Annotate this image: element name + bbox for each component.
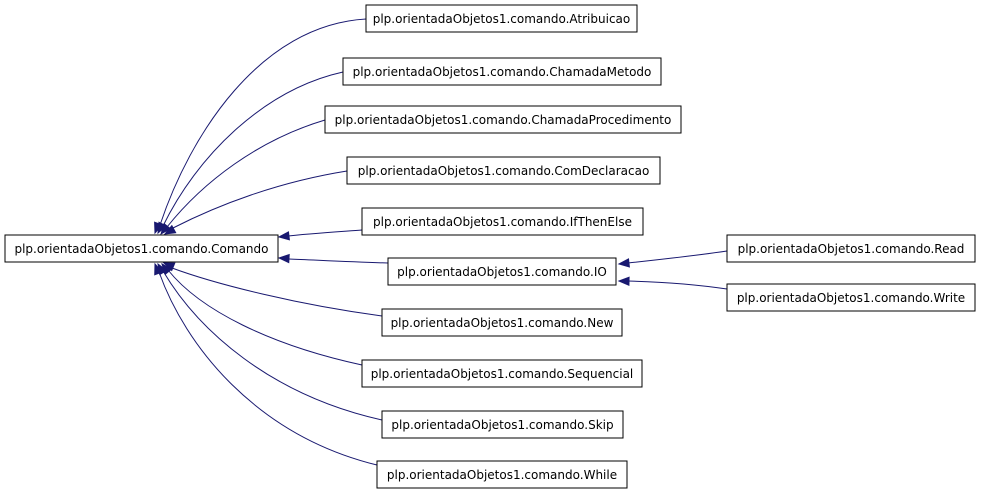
edge-com-declaracao-to-comando [163, 170, 348, 235]
edge-read-to-io [617, 250, 728, 268]
edge-chamada-metodo-to-comando [157, 71, 344, 235]
node-write[interactable]: plp.orientadaObjetos1.comando.Write [726, 283, 976, 312]
node-chamada-procedimento-label: plp.orientadaObjetos1.comando.ChamadaPro… [335, 113, 672, 127]
node-while-label: plp.orientadaObjetos1.comando.While [387, 468, 617, 482]
node-if-then-else-label: plp.orientadaObjetos1.comando.IfThenElse [373, 215, 632, 229]
node-atribuicao-label: plp.orientadaObjetos1.comando.Atribuicao [373, 12, 631, 26]
node-if-then-else[interactable]: plp.orientadaObjetos1.comando.IfThenElse [361, 207, 644, 236]
edge-skip-to-comando [157, 262, 383, 421]
node-new-label: plp.orientadaObjetos1.comando.New [391, 316, 614, 330]
inheritance-edges [154, 18, 728, 466]
arrowhead [154, 262, 164, 276]
arrowhead [163, 224, 177, 235]
node-skip-label: plp.orientadaObjetos1.comando.Skip [391, 418, 613, 432]
node-chamada-metodo[interactable]: plp.orientadaObjetos1.comando.ChamadaMet… [342, 57, 662, 86]
edge-if-then-else-to-comando [277, 229, 363, 241]
node-read[interactable]: plp.orientadaObjetos1.comando.Read [726, 234, 976, 263]
node-com-declaracao[interactable]: plp.orientadaObjetos1.comando.ComDeclara… [346, 156, 661, 185]
node-skip[interactable]: plp.orientadaObjetos1.comando.Skip [381, 410, 624, 439]
node-io[interactable]: plp.orientadaObjetos1.comando.IO [387, 257, 617, 286]
node-write-label: plp.orientadaObjetos1.comando.Write [737, 291, 965, 305]
node-chamada-procedimento[interactable]: plp.orientadaObjetos1.comando.ChamadaPro… [324, 105, 682, 134]
node-chamada-metodo-label: plp.orientadaObjetos1.comando.ChamadaMet… [353, 65, 652, 79]
node-atribuicao[interactable]: plp.orientadaObjetos1.comando.Atribuicao [365, 4, 638, 33]
node-comando-label: plp.orientadaObjetos1.comando.Comando [14, 242, 268, 256]
node-com-declaracao-label: plp.orientadaObjetos1.comando.ComDeclara… [358, 164, 650, 178]
node-while[interactable]: plp.orientadaObjetos1.comando.While [376, 460, 628, 489]
edge-sequencial-to-comando [161, 262, 363, 366]
edge-while-to-comando [154, 262, 378, 466]
arrowhead [617, 276, 630, 286]
arrowhead [277, 231, 290, 241]
edge-new-to-comando [162, 262, 383, 317]
node-io-label: plp.orientadaObjetos1.comando.IO [397, 265, 607, 279]
arrowhead [617, 258, 630, 268]
node-sequencial[interactable]: plp.orientadaObjetos1.comando.Sequencial [361, 359, 643, 388]
edge-chamada-procedimento-to-comando [160, 119, 326, 236]
node-read-label: plp.orientadaObjetos1.comando.Read [738, 242, 965, 256]
node-new[interactable]: plp.orientadaObjetos1.comando.New [381, 308, 623, 337]
edge-io-to-comando [277, 253, 389, 264]
arrowhead [160, 222, 172, 236]
edge-write-to-io [617, 276, 728, 290]
node-sequencial-label: plp.orientadaObjetos1.comando.Sequencial [371, 367, 634, 381]
arrowhead [277, 253, 290, 264]
node-comando[interactable]: plp.orientadaObjetos1.comando.Comando [4, 234, 279, 263]
